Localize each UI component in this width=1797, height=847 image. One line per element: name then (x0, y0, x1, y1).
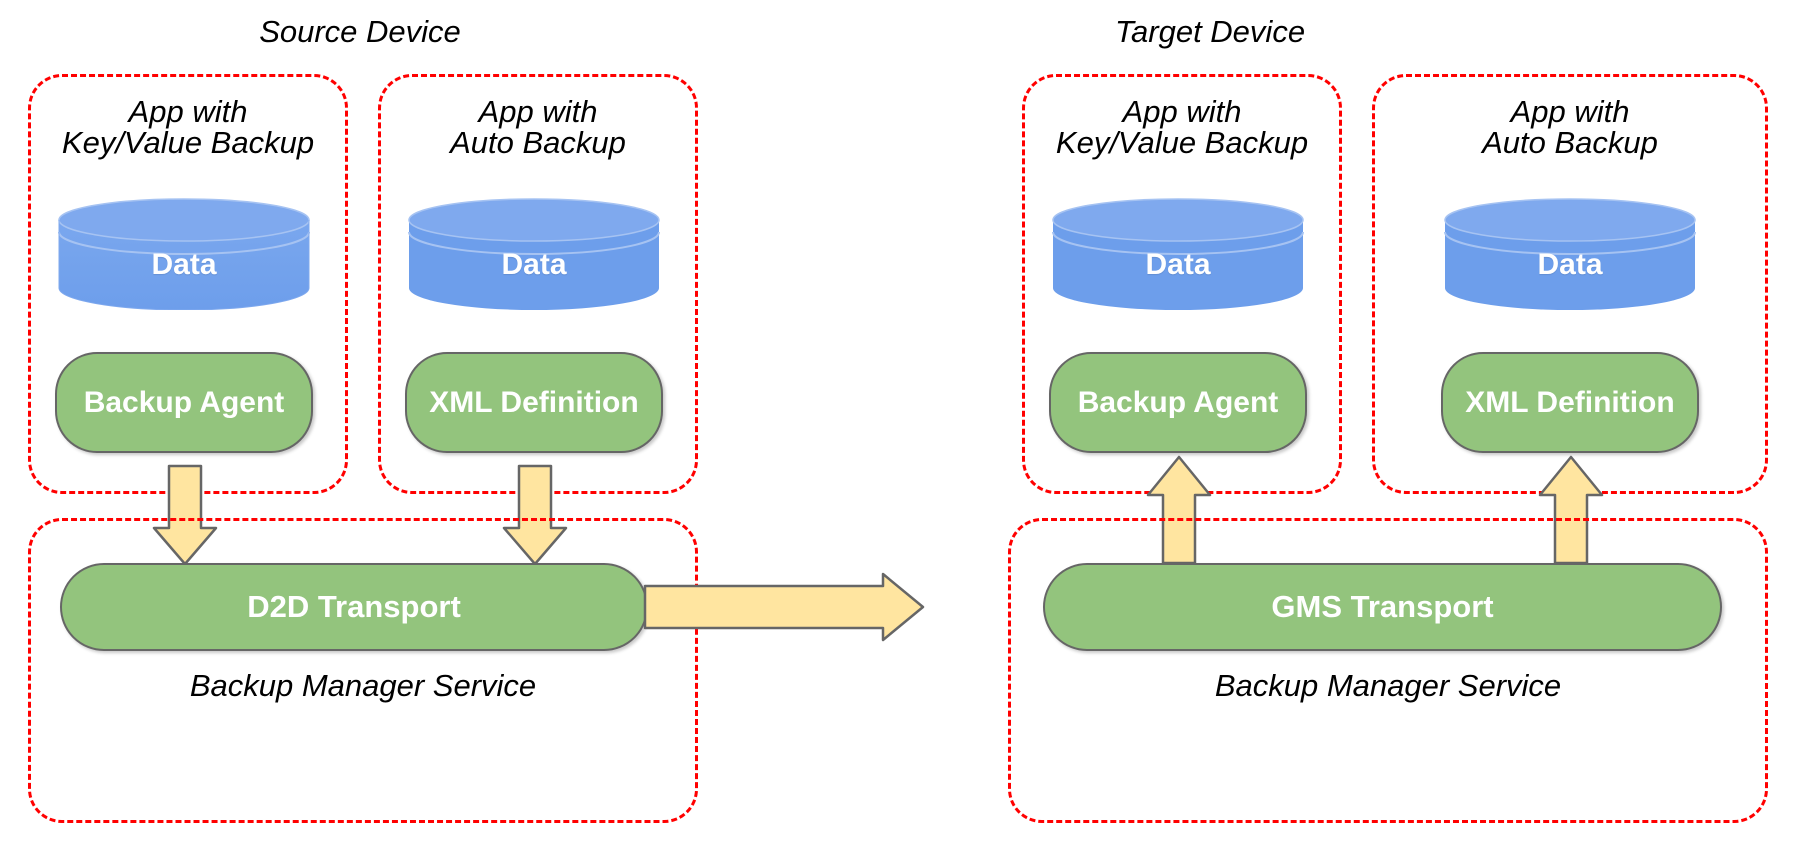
device-title-target: Target Device (1114, 14, 1306, 49)
flow-arrow-down-source-auto (502, 464, 568, 566)
service-container-target (1008, 518, 1768, 823)
component-label-target-auto: XML Definition (1465, 385, 1675, 419)
component-xml-definition-target[interactable]: XML Definition (1441, 352, 1699, 453)
transfer-arrow-d2d-to-gms (643, 572, 925, 642)
service-container-source (28, 518, 698, 823)
app-label-target-auto: App with Auto Backup (1482, 94, 1658, 160)
transport-label-d2d: D2D Transport (247, 589, 461, 624)
data-cylinder-target-keyvalue: Data (1051, 198, 1305, 310)
device-title-source: Source Device (259, 14, 461, 49)
data-cylinder-target-auto: Data (1443, 198, 1697, 310)
data-cylinder-source-auto: Data (407, 198, 661, 310)
data-cylinder-source-keyvalue: Data (57, 198, 311, 310)
transport-label-gms: GMS Transport (1271, 589, 1494, 624)
service-label-target: Backup Manager Service (1214, 668, 1562, 703)
component-xml-definition-source[interactable]: XML Definition (405, 352, 663, 453)
component-label-source-keyvalue: Backup Agent (83, 385, 285, 419)
component-backup-agent-source[interactable]: Backup Agent (55, 352, 313, 453)
app-label-target-keyvalue: App with Key/Value Backup (1055, 94, 1309, 160)
service-label-source: Backup Manager Service (189, 668, 537, 703)
transport-d2d[interactable]: D2D Transport (60, 563, 648, 651)
app-label-source-auto: App with Auto Backup (450, 94, 626, 160)
component-backup-agent-target[interactable]: Backup Agent (1049, 352, 1307, 453)
app-label-source-keyvalue: App with Key/Value Backup (61, 94, 315, 160)
flow-arrow-down-source-keyvalue (152, 464, 218, 566)
component-label-source-auto: XML Definition (429, 385, 639, 419)
component-label-target-keyvalue: Backup Agent (1077, 385, 1279, 419)
transport-gms[interactable]: GMS Transport (1043, 563, 1722, 651)
